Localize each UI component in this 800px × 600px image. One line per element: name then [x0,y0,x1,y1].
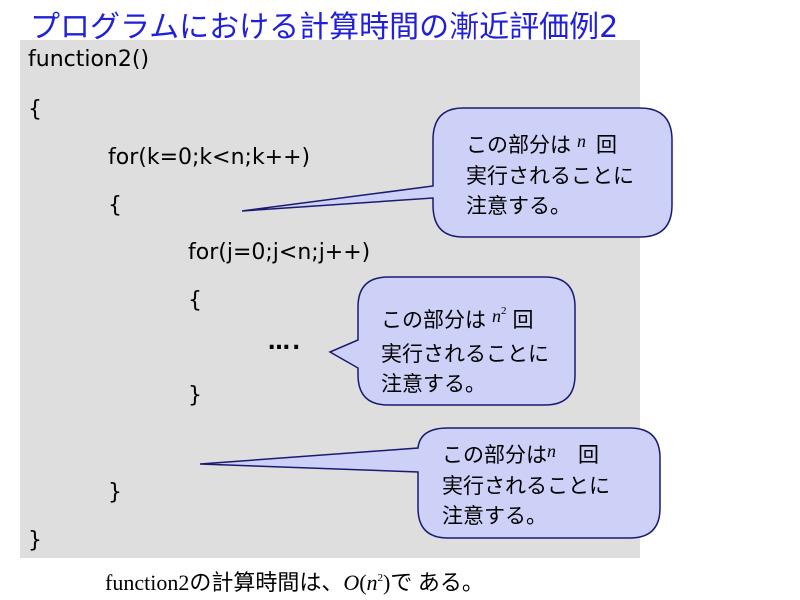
callout-line-3: 注意する。 [466,194,571,218]
callout-line-2: 実行されることに [442,474,610,498]
math-var: n2 [492,305,507,326]
code-line: function2() [28,47,150,72]
callout-prefix: この部分は [442,443,547,467]
callout-bubble-1 [241,107,673,238]
footer-prefix: function2の計算時間は、 [105,570,344,595]
math-var: n [547,441,556,461]
callout-prefix: この部分は [466,133,571,157]
callout-suffix: 回 [578,443,599,467]
callout-suffix: 回 [512,308,534,332]
big-o-expression: O(n2) [343,570,391,595]
callout-line-1: この部分はn 回 [442,440,610,471]
callout-prefix: この部分は [381,308,486,332]
callout-3: この部分はn 回 実行されることに 注意する。 [442,440,610,531]
callout-bubble-3 [199,427,661,539]
callout-line-2: 実行されることに [381,342,549,366]
code-line: } [188,383,202,408]
code-line: } [28,528,42,553]
conclusion-text: function2の計算時間は、O(n2)で ある。 [105,565,484,597]
code-line: for(j=0;j<n;j++) [188,240,371,265]
callout-line-3: 注意する。 [381,372,486,396]
slide-title: プログラムにおける計算時間の漸近評価例2 [30,10,619,45]
code-line: …. [268,330,303,355]
math-var: n [577,131,586,151]
callout-line-3: 注意する。 [442,504,547,528]
code-line: { [28,97,42,122]
callout-bubble-2 [328,276,576,406]
code-line: } [108,480,122,505]
math-exponent: 2 [501,305,507,317]
code-line: for(k=0;k<n;k++) [108,145,311,170]
code-line: { [108,193,122,218]
footer-suffix: で ある。 [390,570,484,595]
callout-suffix: 回 [596,133,617,157]
callout-line-2: 実行されることに [466,164,634,188]
code-line: { [188,288,202,313]
